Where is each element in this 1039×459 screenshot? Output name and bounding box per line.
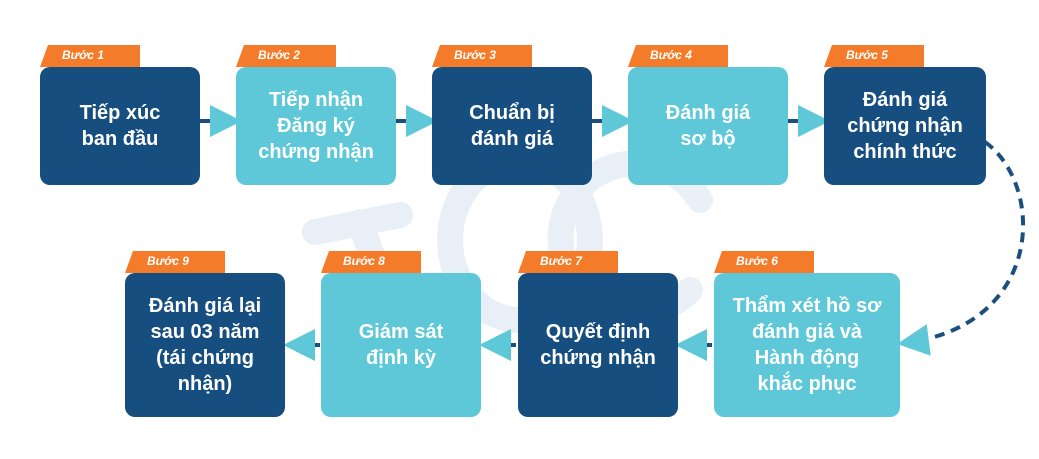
- step-tag-label: Bước 9: [147, 254, 189, 268]
- step-tag: Bước 8: [321, 251, 421, 273]
- step-text: Đánh giá sơ bộ: [665, 102, 751, 150]
- step-text: Đánh giá chứng nhận chính thức: [847, 89, 963, 163]
- step-text: Giám sát định kỳ: [358, 321, 444, 369]
- step-text: Tiếp xúc ban đầu: [79, 102, 161, 150]
- step-tag: Bước 1: [40, 45, 140, 67]
- step-box: Đánh giá chứng nhận chính thức: [824, 67, 986, 185]
- step-tag-label: Bước 4: [650, 48, 692, 62]
- step-tag-label: Bước 5: [846, 48, 888, 62]
- step-tag-label: Bước 7: [540, 254, 582, 268]
- step-text: Đánh giá lại sau 03 năm (tái chứng nhận): [148, 295, 262, 395]
- step-box: Thẩm xét hồ sơ đánh giá và Hành động khắ…: [714, 273, 900, 417]
- step-box: Chuẩn bị đánh giá: [432, 67, 592, 185]
- step-tag: Bước 7: [518, 251, 618, 273]
- step-tag-label: Bước 6: [736, 254, 778, 268]
- step-tag-label: Bước 3: [454, 48, 496, 62]
- step-text: Chuẩn bị đánh giá: [469, 102, 555, 150]
- step-text: Quyết định chứng nhận: [540, 321, 656, 369]
- step-tag-label: Bước 1: [62, 48, 104, 62]
- step-box: Giám sát định kỳ: [321, 273, 481, 417]
- step-tag-label: Bước 8: [343, 254, 385, 268]
- step-tag-label: Bước 2: [258, 48, 300, 62]
- step-tag: Bước 5: [824, 45, 924, 67]
- step-box: Tiếp nhận Đăng ký chứng nhận: [236, 67, 396, 185]
- step-text: Tiếp nhận Đăng ký chứng nhận: [258, 89, 374, 163]
- step-tag: Bước 2: [236, 45, 336, 67]
- step-box: Quyết định chứng nhận: [518, 273, 678, 417]
- step-box: Đánh giá sơ bộ: [628, 67, 788, 185]
- step-tag: Bước 9: [125, 251, 225, 273]
- step-tag: Bước 6: [714, 251, 814, 273]
- step-box: Tiếp xúc ban đầu: [40, 67, 200, 185]
- step-tag: Bước 4: [628, 45, 728, 67]
- connector-5-6: [897, 140, 1025, 356]
- step-box: Đánh giá lại sau 03 năm (tái chứng nhận): [125, 273, 285, 417]
- step-tag: Bước 3: [432, 45, 532, 67]
- step-text: Thẩm xét hồ sơ đánh giá và Hành động khắ…: [732, 295, 882, 395]
